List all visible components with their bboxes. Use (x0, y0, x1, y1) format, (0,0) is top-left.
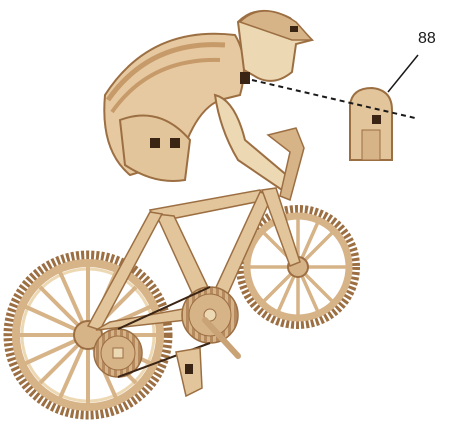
rear-wheel (8, 255, 168, 415)
callout-leader (388, 55, 418, 92)
pedal (176, 348, 202, 396)
part-88-piece (350, 88, 392, 160)
shoulder-slot (240, 72, 250, 84)
part-number-label: 88 (418, 30, 436, 48)
rider-head (238, 11, 312, 81)
